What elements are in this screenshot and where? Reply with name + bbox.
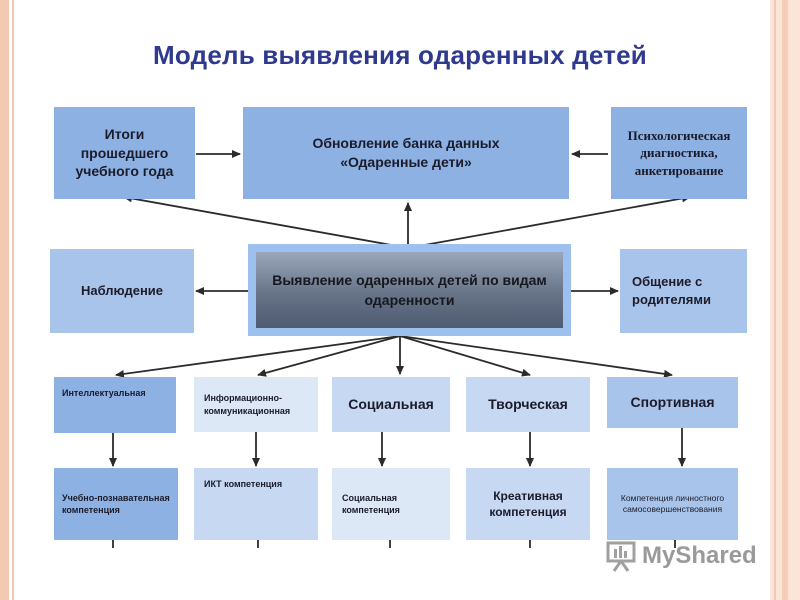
slide-title: Модель выявления одаренных детей (153, 40, 647, 70)
box-center-label: Выявление одаренных детей по видам одаре… (272, 271, 547, 308)
box-competence-educational: Учебно-познавательная компетенция (54, 468, 178, 540)
arrow-center-to-results (123, 194, 409, 249)
box-databank-label: Обновление банка данных «Одаренные дети» (312, 135, 500, 170)
box-center: Выявление одаренных детей по видам одаре… (248, 244, 571, 336)
box-databank: Обновление банка данных «Одаренные дети» (243, 107, 569, 199)
slide-border-line (12, 0, 14, 600)
arrow-center-to-intellectual (115, 335, 401, 378)
box-diagnostics: Психологическая диагностика, анкетирован… (611, 107, 747, 199)
slide-border-line (774, 0, 776, 600)
box-competence-educational-label: Учебно-познавательная компетенция (62, 492, 170, 515)
box-type-creative-label: Творческая (488, 396, 568, 413)
box-diagnostics-label: Психологическая диагностика, анкетирован… (627, 127, 731, 178)
box-results-label: Итоги прошедшего учебного года (75, 125, 174, 180)
box-results: Итоги прошедшего учебного года (54, 107, 195, 199)
box-competence-ict-label: ИКТ компетенция (204, 479, 283, 489)
box-parents-label: Общение с родителями (632, 274, 712, 307)
arrow-center-to-ict (257, 335, 401, 377)
box-type-social: Социальная (332, 377, 450, 432)
myshared-watermark: MyShared (606, 538, 776, 574)
box-competence-social: Социальная компетенция (332, 468, 450, 540)
box-observation-label: Наблюдение (80, 283, 164, 299)
box-competence-self: Компетенция личностного самосовершенство… (607, 468, 738, 540)
box-competence-self-label: Компетенция личностного самосовершенство… (620, 492, 725, 514)
box-type-social-label: Социальная (348, 396, 434, 413)
arrow-center-to-sport (399, 335, 673, 378)
box-type-intellectual: Интеллектуальная (54, 377, 176, 433)
box-type-sport: Спортивная (607, 377, 738, 428)
box-type-intellectual-label: Интеллектуальная (62, 388, 146, 398)
box-observation: Наблюдение (50, 249, 194, 333)
box-center-inner: Выявление одаренных детей по видам одаре… (256, 252, 563, 328)
box-type-ict: Информационно-коммуникационная (194, 377, 318, 432)
box-competence-social-label: Социальная компетенция (342, 492, 400, 515)
box-type-ict-label: Информационно-коммуникационная (204, 393, 291, 416)
box-competence-creative-label: Креативная компетенция (489, 488, 567, 519)
slide-border-right-stripe (782, 0, 788, 600)
watermark-text: MyShared (642, 542, 757, 569)
box-competence-creative: Креативная компетенция (466, 468, 590, 540)
box-type-sport-label: Спортивная (630, 394, 715, 411)
arrow-center-to-creative (399, 335, 531, 377)
presentation-board-icon (606, 541, 636, 572)
box-competence-ict: ИКТ компетенция (194, 468, 318, 540)
slide-border-left (0, 0, 9, 600)
arrow-center-to-diagnostics (407, 194, 691, 249)
box-type-creative: Творческая (466, 377, 590, 432)
box-parents: Общение с родителями (620, 249, 747, 333)
